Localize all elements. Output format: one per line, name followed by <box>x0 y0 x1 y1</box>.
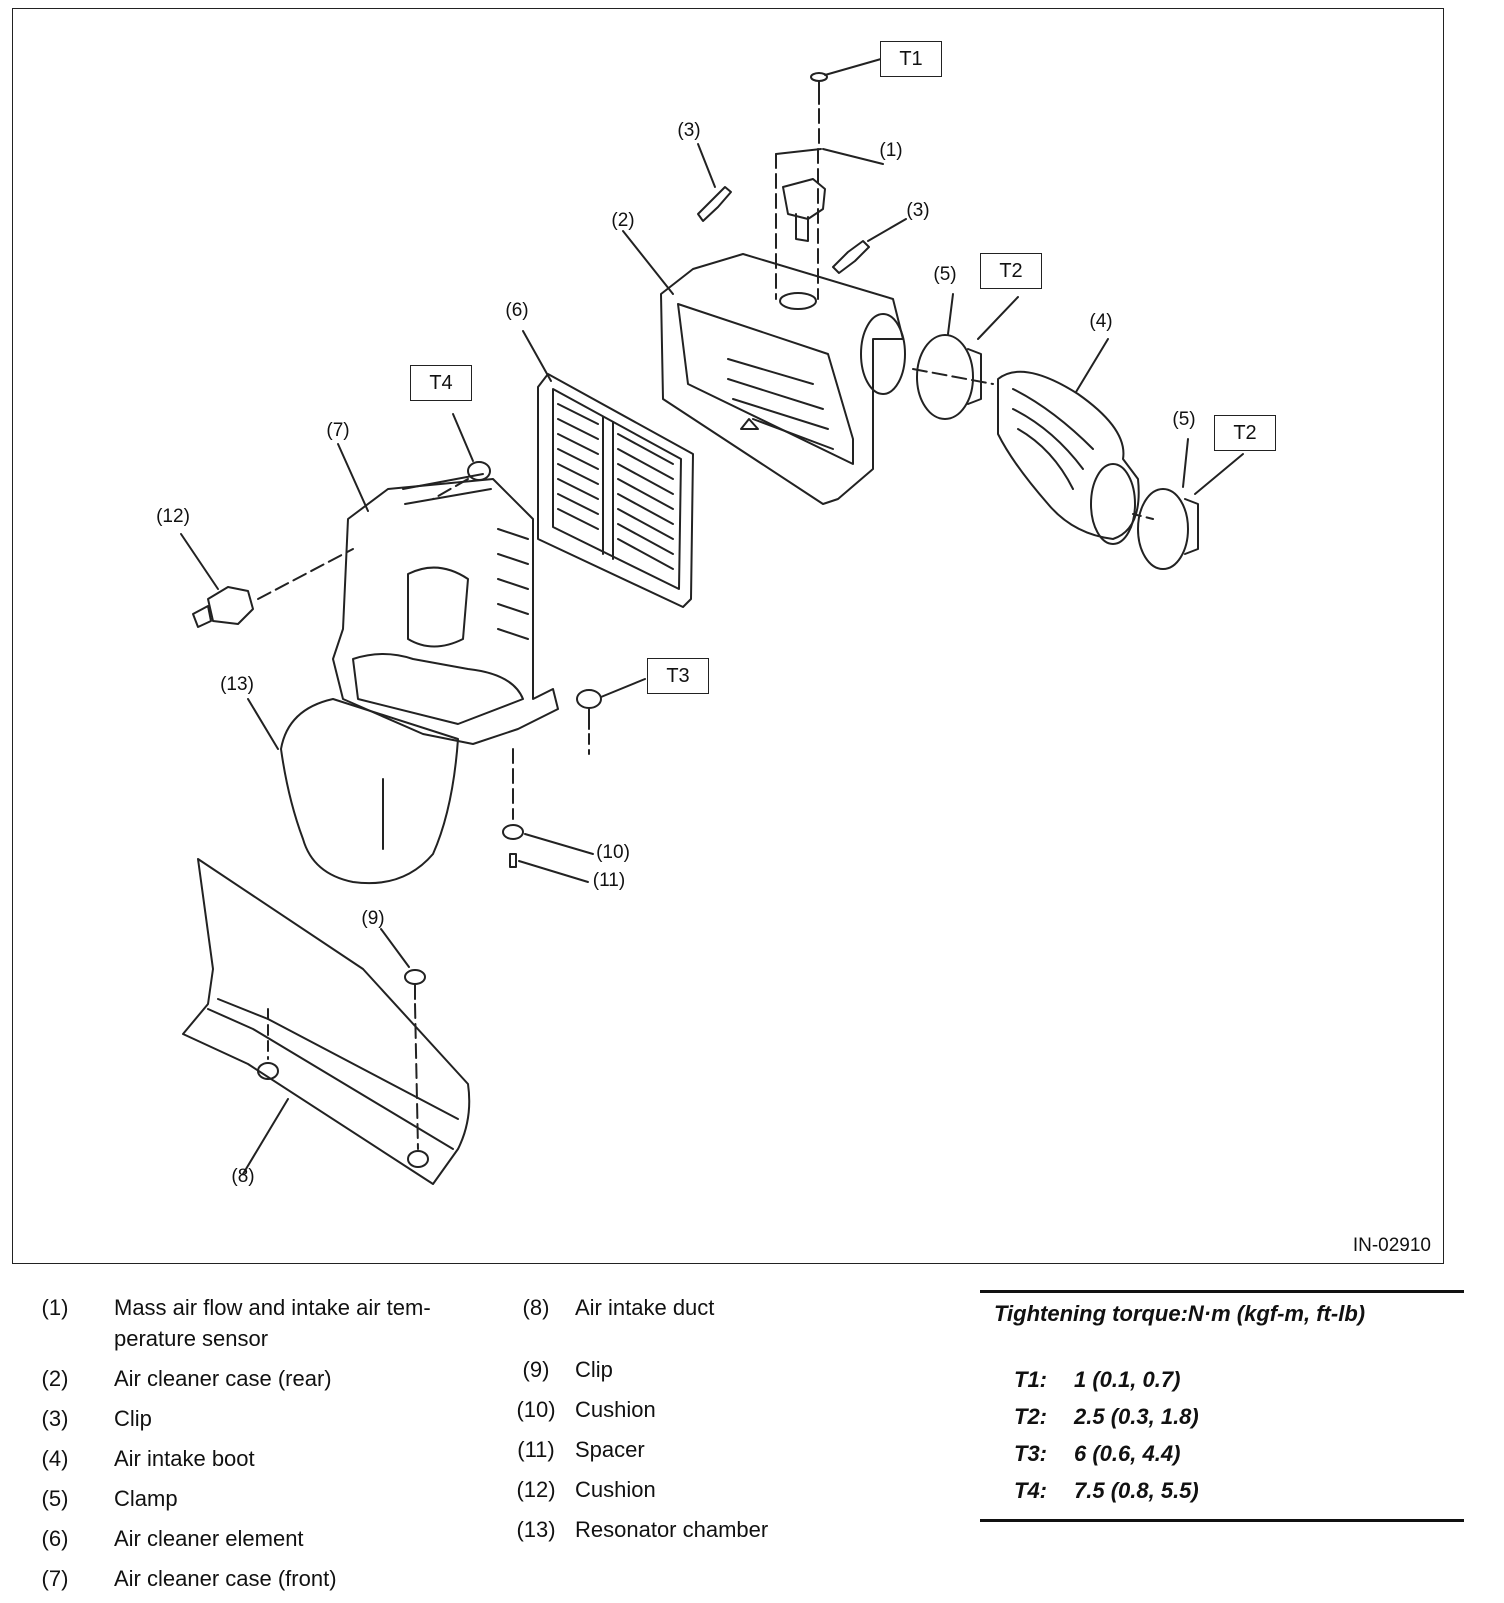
torque-key: T1: <box>1014 1367 1047 1392</box>
callout-5-upper: (5) <box>933 264 957 285</box>
torque-title: Tightening torque:N·m (kgf-m, ft-lb) <box>994 1301 1366 1326</box>
torque-row: T4: 7.5 (0.8, 5.5) <box>980 1472 1464 1509</box>
legend-number: (11) <box>517 1437 555 1462</box>
legend-text: Cushion <box>575 1397 656 1422</box>
torque-value: 6 (0.6, 4.4) <box>1074 1441 1181 1466</box>
legend-text: Air intake boot <box>114 1446 255 1471</box>
legend-item: (5) Clamp <box>20 1483 470 1514</box>
callout-6: (6) <box>505 300 529 321</box>
air-intake-duct <box>182 858 471 1185</box>
legend-number: (1) <box>41 1295 69 1320</box>
mass-air-flow-sensor <box>775 148 884 300</box>
clamp-lower <box>1137 438 1244 570</box>
torque-table: Tightening torque:N·m (kgf-m, ft-lb) T1:… <box>980 1290 1464 1522</box>
legend-column-1: (1) Mass air flow and intake air tem-per… <box>20 1292 470 1603</box>
nut-t4 <box>432 413 491 500</box>
legend-item: (2) Air cleaner case (rear) <box>20 1363 470 1394</box>
bolt-t3 <box>576 678 646 755</box>
callout-4: (4) <box>1089 311 1113 332</box>
legend-text: Resonator chamber <box>575 1517 769 1542</box>
clamp-upper <box>916 293 1019 420</box>
legend-number: (2) <box>41 1366 69 1391</box>
torque-box-t4: T4 <box>410 365 472 401</box>
legend-item: (7) Air cleaner case (front) <box>20 1563 470 1594</box>
torque-row: T3: 6 (0.6, 4.4) <box>980 1435 1464 1472</box>
legend-number: (10) <box>516 1397 556 1422</box>
clip-upper-right <box>832 218 907 274</box>
callout-3-right: (3) <box>906 200 930 221</box>
legend-number: (7) <box>41 1566 69 1591</box>
legend-item: (6) Air cleaner element <box>20 1523 470 1554</box>
legend-text: Clamp <box>114 1486 178 1511</box>
legend-text: Air cleaner case (front) <box>114 1566 337 1591</box>
torque-box-t3: T3 <box>647 658 709 694</box>
callout-8: (8) <box>231 1166 255 1187</box>
exploded-diagram: (1) (2) (3) (3) (4) (5) (5) (6) (7) (8) … <box>12 8 1444 1264</box>
legend-text: Air intake duct <box>575 1295 715 1320</box>
torque-key: T3: <box>1014 1441 1047 1466</box>
torque-key: T4: <box>1014 1478 1047 1503</box>
diagram-drawing <box>180 58 1244 1185</box>
legend-number: (12) <box>516 1477 556 1502</box>
cushion-12 <box>180 533 354 628</box>
callout-13: (13) <box>220 674 254 695</box>
legend-text: Air cleaner case (rear) <box>114 1366 332 1391</box>
air-intake-boot <box>912 338 1154 545</box>
torque-value: 1 (0.1, 0.7) <box>1074 1367 1181 1392</box>
air-cleaner-case-front <box>332 443 559 745</box>
legend-text: Cushion <box>575 1477 656 1502</box>
callout-7: (7) <box>326 420 350 441</box>
legend-item: (10) Cushion <box>505 1394 895 1425</box>
legend-item: (9) Clip <box>505 1354 895 1385</box>
legend-item: (11) Spacer <box>505 1434 895 1465</box>
legend-item: (4) Air intake boot <box>20 1443 470 1474</box>
legend-number: (13) <box>516 1517 556 1542</box>
legend-item: (12) Cushion <box>505 1474 895 1505</box>
legend-text: Air cleaner element <box>114 1526 304 1551</box>
torque-row: T2: 2.5 (0.3, 1.8) <box>980 1398 1464 1435</box>
legend-text: Spacer <box>575 1437 645 1462</box>
callout-3-left: (3) <box>677 120 701 141</box>
legend-number: (8) <box>522 1295 550 1320</box>
callout-9: (9) <box>361 908 385 929</box>
legend-text: Mass air flow and intake air tem-peratur… <box>114 1295 431 1351</box>
callout-5-lower: (5) <box>1172 409 1196 430</box>
legend-number: (5) <box>41 1486 69 1511</box>
cushion-10-spacer-11 <box>502 748 594 883</box>
legend-text: Clip <box>575 1357 613 1382</box>
legend-item: (1) Mass air flow and intake air tem-per… <box>20 1292 470 1354</box>
legend-item: (13) Resonator chamber <box>505 1514 895 1545</box>
callout-12: (12) <box>156 506 190 527</box>
legend-number: (4) <box>41 1446 69 1471</box>
legend-text: Clip <box>114 1406 152 1431</box>
torque-row: T1: 1 (0.1, 0.7) <box>980 1361 1464 1398</box>
resonator-chamber <box>247 698 459 885</box>
torque-key: T2: <box>1014 1404 1047 1429</box>
air-cleaner-element <box>522 330 694 608</box>
sensor-screw <box>810 58 882 150</box>
callout-2: (2) <box>611 210 635 231</box>
torque-box-t2-upper: T2 <box>980 253 1042 289</box>
clip-9 <box>380 928 426 1150</box>
figure-id: IN-02910 <box>1352 1235 1431 1256</box>
legend-column-2: (8) Air intake duct (9) Clip (10) Cushio… <box>505 1292 895 1554</box>
torque-value: 7.5 (0.8, 5.5) <box>1074 1478 1199 1503</box>
callout-11: (11) <box>592 870 626 891</box>
callout-1: (1) <box>879 140 903 161</box>
legend-item: (3) Clip <box>20 1403 470 1434</box>
torque-box-t1: T1 <box>880 41 942 77</box>
clip-upper-left <box>697 143 732 222</box>
torque-value: 2.5 (0.3, 1.8) <box>1074 1404 1199 1429</box>
torque-box-t2-lower: T2 <box>1214 415 1276 451</box>
legend-number: (6) <box>41 1526 69 1551</box>
legend-number: (9) <box>522 1357 550 1382</box>
callout-10: (10) <box>596 842 630 863</box>
air-cleaner-case-rear <box>622 230 906 505</box>
legend-item: (8) Air intake duct <box>505 1292 895 1323</box>
legend-number: (3) <box>41 1406 69 1431</box>
